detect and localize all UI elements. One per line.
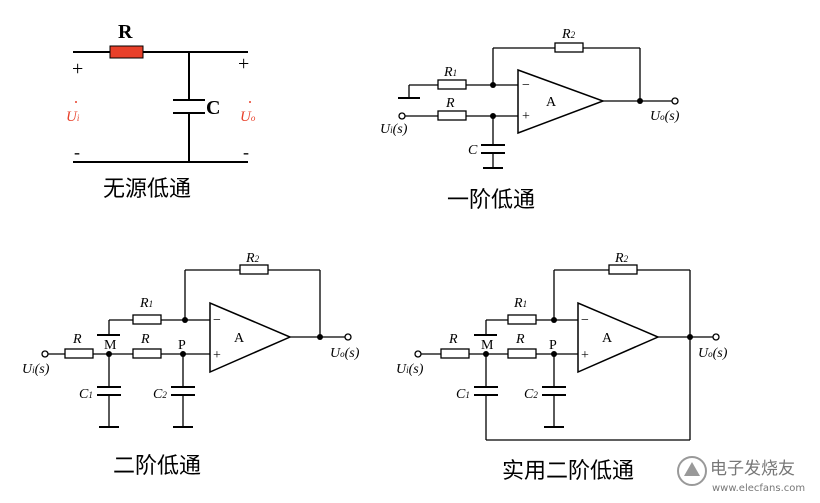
first-c-label: C: [468, 143, 478, 158]
second-input-label: Ui(s): [22, 362, 50, 377]
first-input-label: Ui(s): [380, 122, 408, 137]
passive-uo-label: Uo: [240, 109, 256, 125]
second-c1-label: C1: [79, 387, 93, 402]
practical-node-m: M: [481, 338, 494, 353]
passive-output-plus: +: [238, 53, 249, 75]
second-r2-label: R2: [245, 251, 260, 266]
passive-ui-label: Ui: [66, 109, 80, 125]
second-order-lowpass-circuit: [41, 264, 352, 428]
first-output-label: Uo(s): [650, 109, 680, 124]
practical-opamp-plus: +: [581, 348, 589, 363]
second-c2-label: C2: [153, 387, 167, 402]
passive-output-minus: -: [243, 142, 249, 162]
second-r-label-1: R: [72, 332, 82, 347]
first-opamp-plus: +: [522, 109, 530, 124]
practical-opamp-a: A: [602, 331, 613, 346]
practical-c1-label: C1: [456, 387, 470, 402]
practical-input-label: Ui(s): [396, 362, 424, 377]
watermark-name: 电子发烧友: [710, 459, 795, 479]
first-order-lowpass-circuit: [398, 42, 679, 169]
practical-second-order-lowpass-circuit: [414, 264, 720, 441]
passive-r-label: R: [118, 21, 133, 43]
opamp-second-order: [209, 301, 292, 374]
first-r2-label: R2: [561, 27, 576, 42]
title-first-order-lowpass: 一阶低通: [447, 188, 535, 213]
second-node-m: M: [104, 338, 117, 353]
title-practical-second-order-lowpass: 实用二阶低通: [502, 459, 634, 484]
first-opamp-a: A: [546, 95, 557, 110]
passive-c-label: C: [206, 97, 220, 119]
watermark-url: www.elecfans.com: [712, 483, 805, 494]
practical-r1-label: R1: [513, 296, 527, 311]
first-opamp-minus: −: [522, 78, 530, 93]
title-second-order-lowpass: 二阶低通: [113, 454, 201, 479]
first-r-label: R: [445, 96, 455, 111]
second-node-p: P: [178, 338, 186, 353]
watermark-logo-icon: [677, 456, 707, 486]
passive-input-plus: +: [72, 58, 83, 80]
practical-r-label-1: R: [448, 332, 458, 347]
title-passive-lowpass: 无源低通: [103, 177, 191, 202]
second-opamp-plus: +: [213, 348, 221, 363]
first-r1-label: R1: [443, 65, 457, 80]
second-output-label: Uo(s): [330, 346, 360, 361]
second-opamp-minus: −: [213, 313, 221, 328]
practical-c2-label: C2: [524, 387, 538, 402]
second-r1-label: R1: [139, 296, 153, 311]
second-r-label-2: R: [140, 332, 150, 347]
passive-lowpass-circuit: R C + - + - Ui Uo: [66, 21, 256, 163]
practical-output-label: Uo(s): [698, 346, 728, 361]
watermark: 电子发烧友 www.elecfans.com: [677, 456, 805, 494]
passive-input-minus: -: [74, 142, 80, 162]
passive-resistor: [109, 45, 144, 59]
second-opamp-a: A: [234, 331, 245, 346]
practical-node-p: P: [549, 338, 557, 353]
practical-opamp-minus: −: [581, 313, 589, 328]
opamp-practical: [577, 301, 660, 374]
practical-r2-label: R2: [614, 251, 629, 266]
practical-r-label-2: R: [515, 332, 525, 347]
opamp-first-order: [517, 68, 606, 135]
